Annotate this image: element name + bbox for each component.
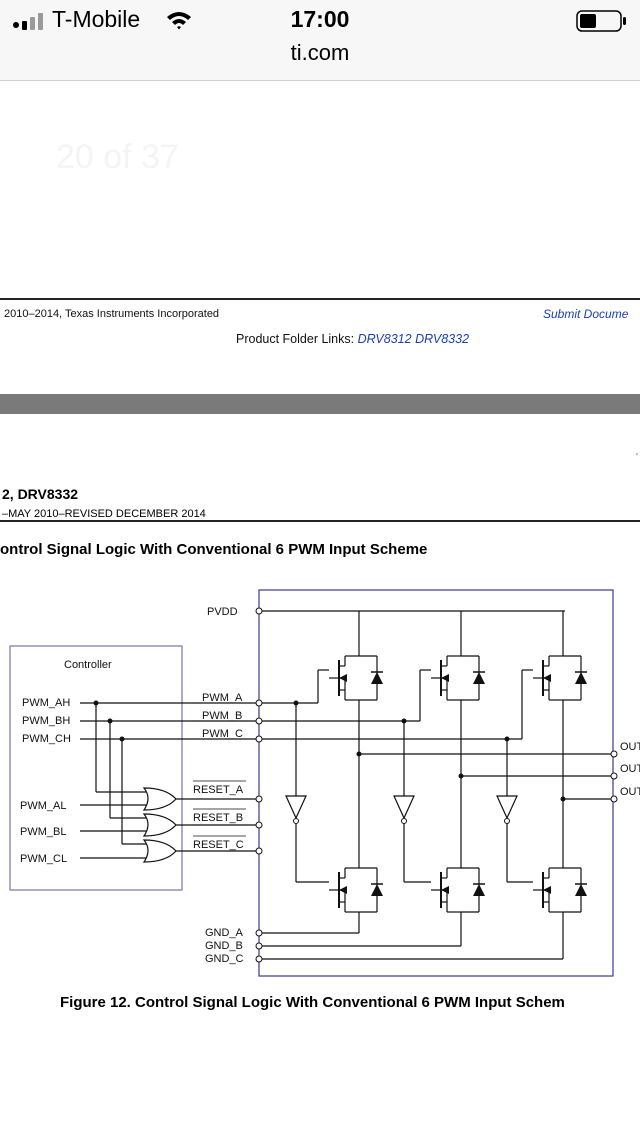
- cellular-signal-icon: [13, 13, 43, 30]
- address-bar-url[interactable]: ti.com: [290, 40, 350, 65]
- control-logic-schematic: Controller PVDD PWM_AH PWM_BH PWM_CH PWM…: [9, 589, 640, 977]
- mosfet-low-c: [532, 857, 588, 923]
- inverter-buffer-c: [496, 795, 518, 820]
- product-link-drv8312[interactable]: DRV8312: [357, 332, 412, 346]
- or-gate-c: [142, 839, 177, 863]
- chip-pin-pwm-c: PWM_C: [202, 728, 243, 740]
- chip-pin-gnd-c: GND_C: [205, 953, 244, 965]
- inverter-buffer-b: [393, 795, 415, 820]
- page-indicator: 20 of 37: [56, 138, 179, 176]
- footer-rule: [0, 298, 640, 300]
- mosfet-low-b: [430, 857, 486, 923]
- copyright-text: 2010–2014, Texas Instruments Incorporate…: [4, 308, 220, 320]
- pvdd-label: PVDD: [207, 606, 238, 618]
- pvdd-pin: [255, 607, 263, 615]
- browser-status-bar: T-Mobile 17:00 ti.com: [0, 0, 640, 81]
- controller-pin-pwm-ch: PWM_CH: [22, 733, 71, 745]
- figure-title: ontrol Signal Logic With Conventional 6 …: [0, 541, 428, 558]
- inverter-buffer-a: [285, 795, 307, 820]
- page-separator: [0, 394, 640, 414]
- or-gate-b: [142, 813, 177, 837]
- controller-label: Controller: [64, 659, 112, 671]
- carrier-name: T-Mobile: [52, 6, 141, 32]
- output-pin-a: OUT: [620, 741, 640, 753]
- chip-pin-reset-c: RESET_C: [193, 839, 244, 851]
- output-pin-b: OUT: [620, 763, 640, 775]
- controller-pin-pwm-al: PWM_AL: [20, 800, 66, 812]
- chip-pin-pwm-b: PWM_B: [202, 710, 242, 722]
- mosfet-high-b: [430, 645, 486, 711]
- chip-pin-reset-b: RESET_B: [193, 812, 243, 824]
- driver-chip-boundary: [258, 589, 614, 977]
- document-header-revision: –MAY 2010–REVISED DECEMBER 2014: [2, 508, 206, 520]
- product-folder-label: Product Folder Links:: [236, 332, 355, 346]
- chip-pin-pwm-a: PWM_A: [202, 692, 243, 704]
- product-link-drv8332[interactable]: DRV8332: [415, 332, 470, 346]
- product-folder-links: Product Folder Links: DRV8312 DRV8332: [236, 332, 469, 346]
- controller-pin-pwm-ah: PWM_AH: [22, 697, 70, 709]
- document-header-title: 2, DRV8332: [2, 486, 79, 502]
- mosfet-low-a: [328, 857, 384, 923]
- output-pin-c: OUT: [620, 786, 640, 798]
- figure-caption: Figure 12. Control Signal Logic With Con…: [60, 994, 565, 1011]
- chip-pin-reset-a: RESET_A: [193, 784, 244, 796]
- mosfet-high-c: [532, 645, 588, 711]
- wifi-icon: [167, 12, 191, 30]
- controller-box: [9, 645, 183, 891]
- submit-feedback-link[interactable]: Submit Docume: [543, 307, 629, 321]
- header-rule: [0, 520, 640, 522]
- mosfet-high-a: [328, 645, 384, 711]
- status-time: 17:00: [290, 6, 350, 32]
- controller-pin-pwm-bl: PWM_BL: [20, 826, 66, 838]
- or-gate-a: [142, 787, 177, 811]
- battery-icon: [576, 10, 626, 32]
- page-edge-mark: ': [636, 452, 638, 463]
- chip-pin-gnd-a: GND_A: [205, 927, 244, 939]
- controller-pin-pwm-bh: PWM_BH: [22, 715, 70, 727]
- chip-pin-gnd-b: GND_B: [205, 940, 243, 952]
- controller-pin-pwm-cl: PWM_CL: [20, 853, 67, 865]
